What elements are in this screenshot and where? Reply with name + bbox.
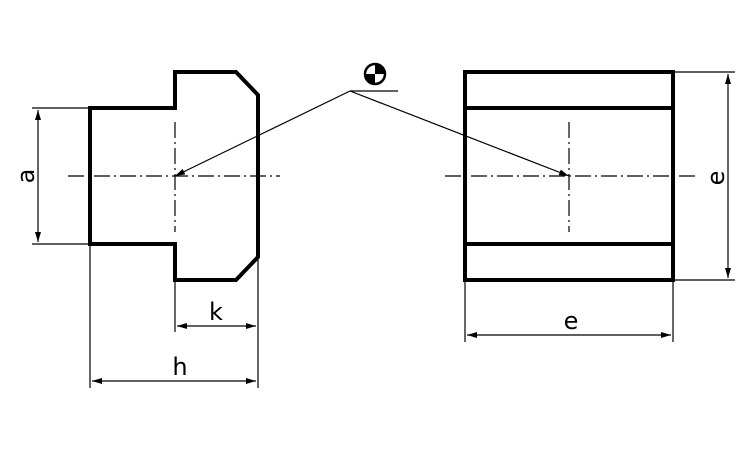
dimension-k: k <box>174 257 259 388</box>
dimension-label-a: a <box>12 169 40 184</box>
center-of-gravity-icon <box>350 62 398 92</box>
dimension-label-k: k <box>209 298 223 326</box>
front-view <box>445 70 695 282</box>
leader-line-left <box>174 90 351 177</box>
dimension-label-h: h <box>172 353 187 381</box>
side-view <box>68 70 280 282</box>
dimension-e-vertical: e <box>673 71 735 281</box>
leader-line-right <box>349 90 570 177</box>
dimension-label-e-vertical: e <box>702 171 730 186</box>
dimension-label-e-horizontal: e <box>564 307 579 335</box>
dimension-a: a <box>12 107 90 245</box>
dimension-h: h <box>89 244 256 388</box>
dimension-e-horizontal: e <box>464 280 674 342</box>
